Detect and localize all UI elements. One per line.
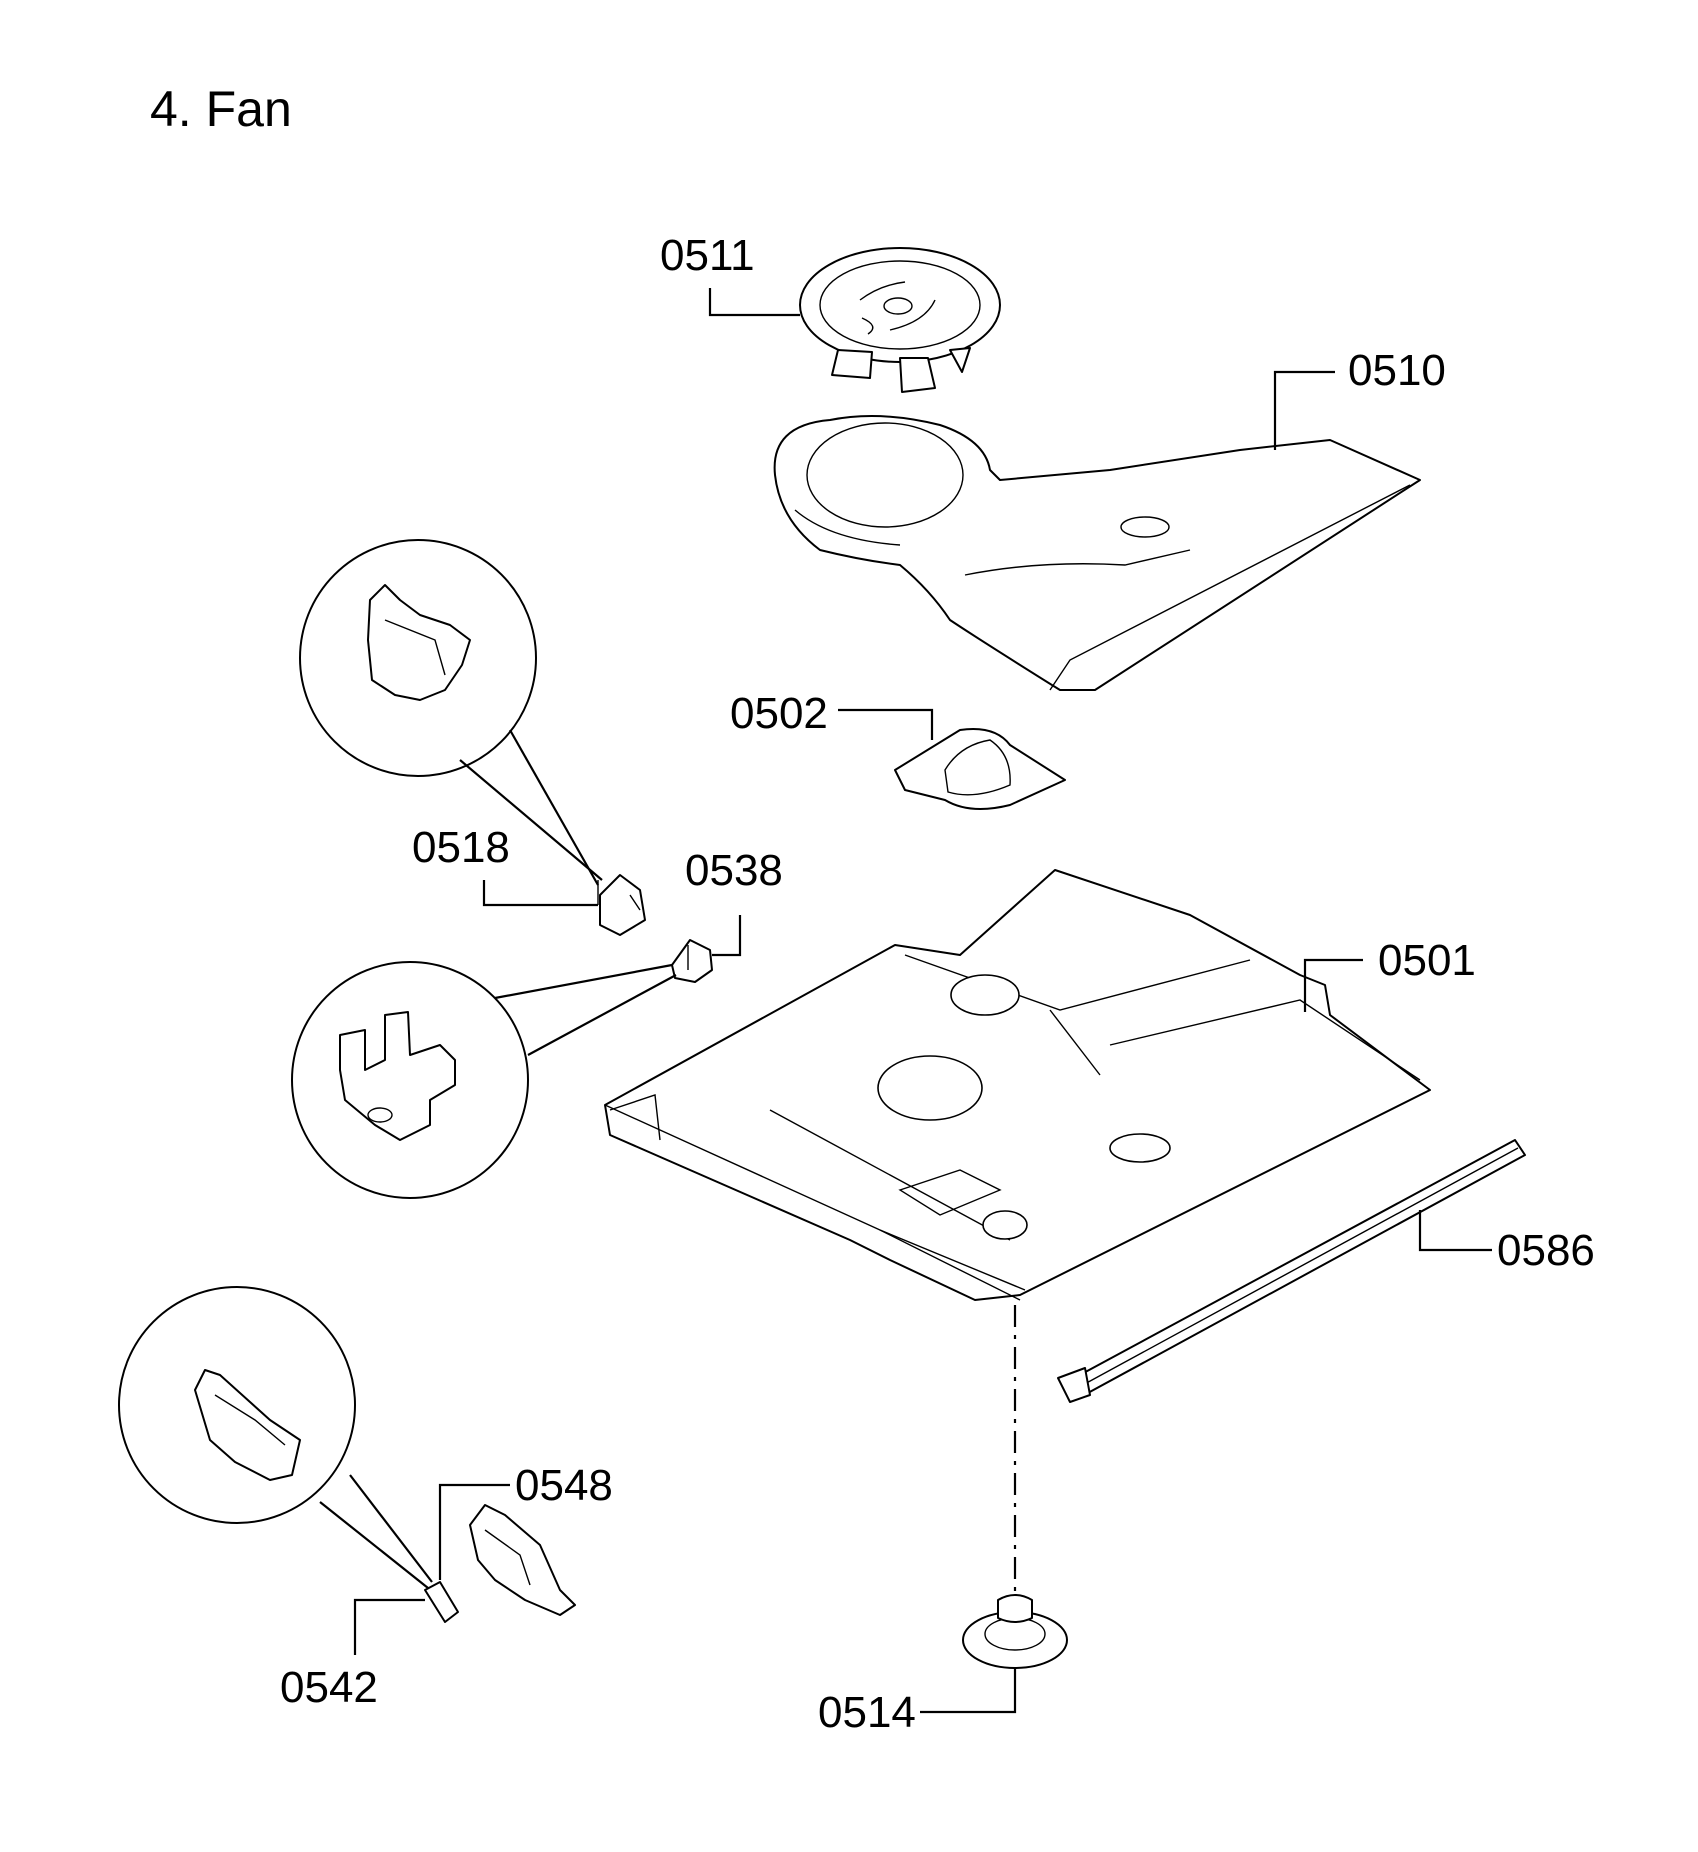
part-0501-base-plate — [604, 869, 1431, 1301]
part-0548-switch — [469, 1504, 576, 1616]
label-0542: 0542 — [280, 1663, 378, 1712]
label-0518: 0518 — [412, 823, 510, 872]
label-0548: 0548 — [515, 1461, 613, 1510]
detail-circle-0518 — [299, 539, 603, 886]
part-0542-switch — [424, 1581, 459, 1623]
label-0538: 0538 — [685, 846, 783, 895]
page-title: 4. Fan — [150, 81, 292, 137]
label-0510: 0510 — [1348, 346, 1446, 395]
part-0586-rail — [1057, 1139, 1526, 1403]
label-0586: 0586 — [1497, 1226, 1595, 1275]
label-0501: 0501 — [1378, 936, 1476, 985]
label-0502: 0502 — [730, 689, 828, 738]
part-0518-bracket — [597, 874, 646, 936]
part-0514-foot — [962, 1594, 1068, 1669]
leader-lines — [353, 288, 1492, 1714]
part-0510-fan-duct — [773, 415, 1421, 691]
part-0511-fan — [799, 247, 1001, 393]
label-0514: 0514 — [818, 1688, 916, 1737]
label-0511: 0511 — [660, 231, 755, 280]
part-0538-terminal — [671, 939, 713, 983]
part-0502-cover — [894, 728, 1066, 810]
detail-circle-0542 — [118, 1286, 433, 1589]
detail-circle-0538 — [291, 961, 677, 1199]
